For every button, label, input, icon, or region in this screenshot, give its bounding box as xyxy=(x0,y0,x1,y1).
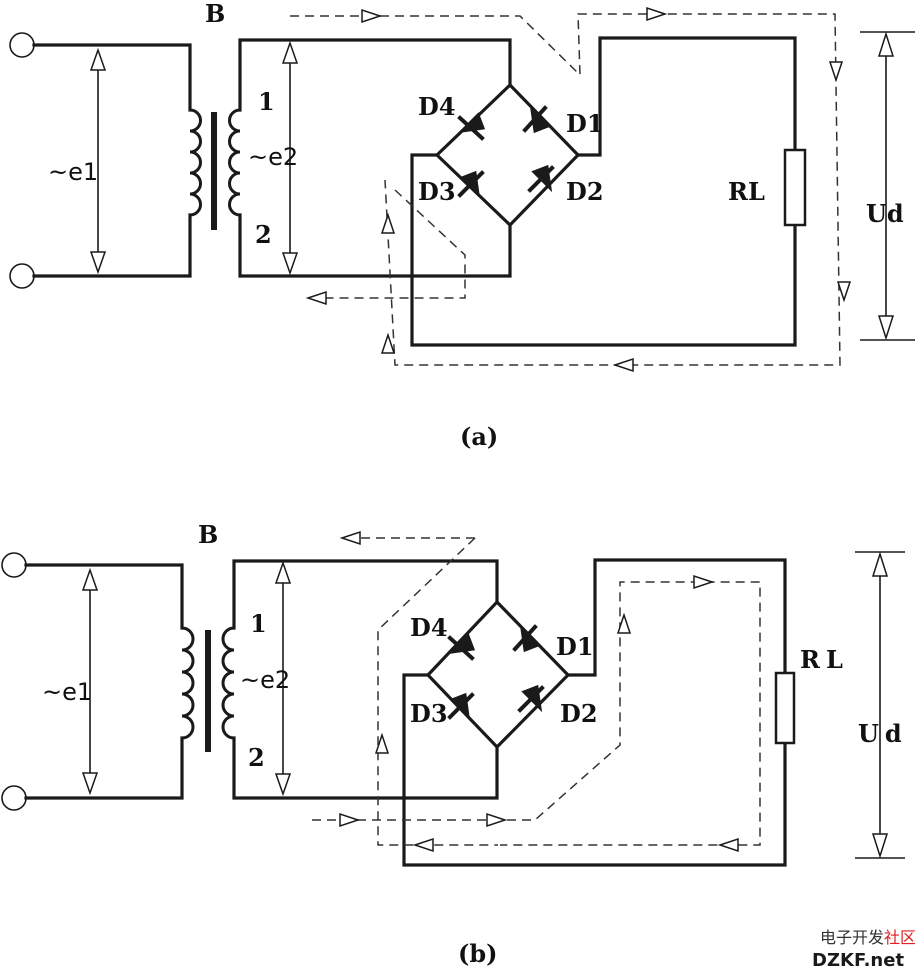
output-wire-positive xyxy=(566,558,787,677)
output-wire-negative xyxy=(410,153,797,347)
flow-arrow xyxy=(616,612,632,634)
flow-arrow xyxy=(828,61,844,83)
diode-d2-label: D2 xyxy=(566,177,604,206)
diode-d2 xyxy=(517,684,545,713)
current-path-return xyxy=(305,189,466,299)
ud-arrow-head-down xyxy=(871,833,889,859)
load-resistor xyxy=(783,148,807,227)
primary-wire-top xyxy=(32,43,192,112)
current-path-left xyxy=(377,537,498,846)
secondary-coil xyxy=(228,108,241,217)
figure-a: B ~e1 ~e2 1 2 D4 D1 D3 D2 RL Ud (a) xyxy=(9,0,915,451)
watermark-cn-black: 电子开发 xyxy=(820,928,884,947)
current-path-loop xyxy=(312,581,761,846)
diode-d2-label: D2 xyxy=(560,699,598,728)
terminal-2-label: 2 xyxy=(248,743,265,772)
e1-arrow-head-up xyxy=(81,567,99,591)
secondary-wire-top xyxy=(238,38,512,112)
secondary-wire-bottom xyxy=(232,736,499,800)
e2-arrow-head-up xyxy=(281,40,299,64)
caption-a: (a) xyxy=(460,422,498,451)
flow-arrow xyxy=(612,357,634,373)
e2-arrow-head-up xyxy=(274,560,292,584)
secondary-wire-bottom xyxy=(238,213,512,278)
site-watermark: 电子开发 社区 DZKF.net xyxy=(812,928,915,971)
primary-voltage-label: ~e1 xyxy=(48,158,98,186)
primary-coil xyxy=(189,108,202,217)
diode-d4-label: D4 xyxy=(418,92,456,121)
primary-wire-top xyxy=(24,563,184,630)
e2-arrow-head-down xyxy=(281,252,299,276)
flow-arrow xyxy=(486,812,508,828)
flow-arrow xyxy=(412,837,434,853)
input-terminal-bottom xyxy=(1,785,27,811)
ud-arrow-head-up xyxy=(871,551,889,577)
bridge-diamond xyxy=(434,82,581,228)
diode-d4 xyxy=(447,633,476,661)
output-voltage-label: Ud xyxy=(858,719,908,748)
watermark-domain: DZKF.net xyxy=(812,950,904,971)
primary-coil xyxy=(181,626,195,740)
secondary-coil xyxy=(221,626,235,740)
flow-arrow xyxy=(693,574,715,590)
bridge-diamond xyxy=(425,599,571,750)
flow-arrow xyxy=(717,837,739,853)
figure-b: B ~e1 ~e2 1 2 D4 D1 D3 D2 RL Ud (b) xyxy=(1,520,908,968)
diode-d1-label: D1 xyxy=(556,632,594,661)
diode-d3 xyxy=(457,170,485,199)
input-terminal-top xyxy=(9,32,35,58)
diode-d1 xyxy=(522,105,551,134)
diode-d4 xyxy=(457,112,486,141)
flow-arrow xyxy=(646,6,668,22)
flow-arrow xyxy=(374,732,390,754)
flow-arrow xyxy=(339,812,361,828)
diode-d2 xyxy=(527,164,555,193)
e1-arrow-head-down xyxy=(81,772,99,796)
secondary-voltage-label: ~e2 xyxy=(248,143,298,171)
ud-arrow-head-up xyxy=(877,31,895,57)
flow-arrow xyxy=(380,212,396,234)
diode-d1-label: D1 xyxy=(566,109,604,138)
diode-d4-label: D4 xyxy=(410,613,448,642)
diode-d3 xyxy=(447,692,475,721)
output-voltage-label: Ud xyxy=(866,199,904,228)
output-wire-negative xyxy=(402,673,787,867)
terminal-1-label: 1 xyxy=(250,609,267,638)
secondary-wire-top xyxy=(232,559,499,630)
e1-arrow-head-down xyxy=(89,251,107,275)
flow-arrow xyxy=(339,530,361,546)
input-terminal-bottom xyxy=(9,263,35,289)
load-label: RL xyxy=(728,177,765,206)
primary-wire-bottom xyxy=(32,213,192,278)
e1-arrow-head-up xyxy=(89,47,107,71)
flow-arrow xyxy=(305,290,327,306)
transformer-label: B xyxy=(198,520,218,549)
primary-wire-bottom xyxy=(24,736,184,800)
watermark-cn-red: 社区 xyxy=(884,928,915,947)
secondary-voltage-label: ~e2 xyxy=(240,666,290,694)
transformer-label: B xyxy=(205,0,225,28)
current-path-positive-half xyxy=(290,13,841,366)
input-terminal-top xyxy=(1,552,27,578)
ud-arrow-head-down xyxy=(877,315,895,341)
caption-b: (b) xyxy=(458,939,498,968)
flow-arrow xyxy=(380,332,396,354)
terminal-2-label: 2 xyxy=(255,220,272,249)
diode-d3-label: D3 xyxy=(410,699,448,728)
e2-arrow-head-down xyxy=(274,773,292,797)
diode-d3-label: D3 xyxy=(418,177,456,206)
diode-d1 xyxy=(512,624,541,653)
terminal-1-label: 1 xyxy=(258,87,275,116)
flow-arrow xyxy=(361,8,383,24)
output-wire-positive xyxy=(576,36,797,157)
load-resistor xyxy=(774,671,796,745)
primary-voltage-label: ~e1 xyxy=(42,678,92,706)
load-label: RL xyxy=(800,645,849,674)
flow-arrow xyxy=(836,281,852,303)
